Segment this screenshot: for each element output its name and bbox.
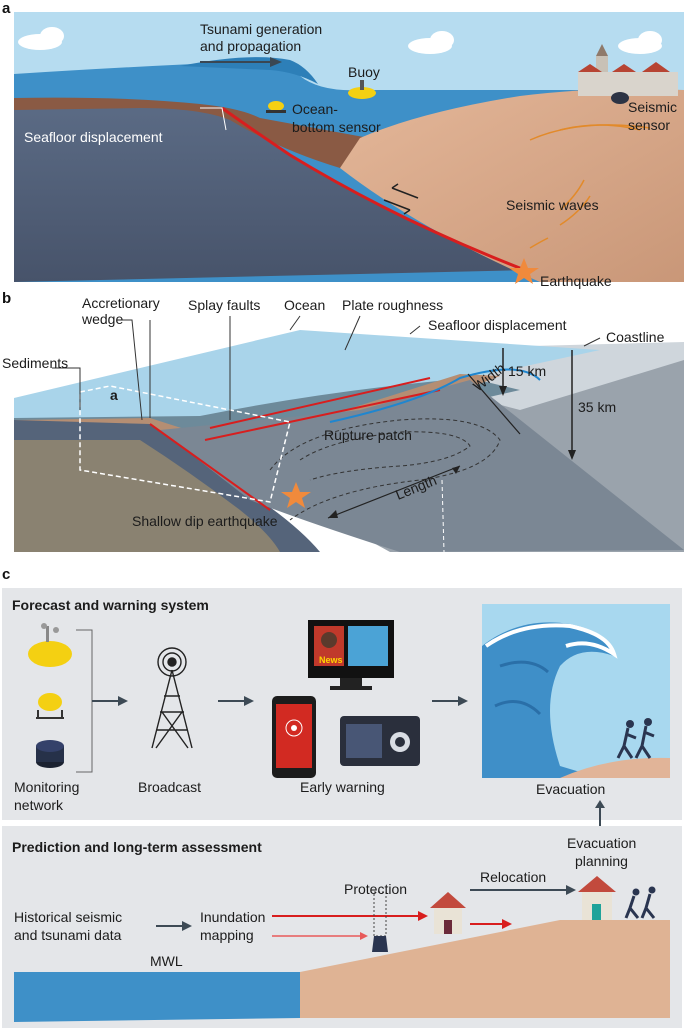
label-inundation-2: mapping bbox=[200, 927, 254, 943]
phone-icon bbox=[272, 696, 316, 778]
label-depth-15: 15 km bbox=[508, 363, 546, 379]
forecast-title: Forecast and warning system bbox=[12, 597, 209, 613]
label-inset-a: a bbox=[110, 387, 118, 403]
seismometer-icon bbox=[36, 740, 64, 768]
label-seismic-sensor-1: Seismic bbox=[628, 99, 677, 115]
label-historical-2: and tsunami data bbox=[14, 927, 122, 943]
label-monitoring-2: network bbox=[14, 797, 64, 813]
label-sediments: Sediments bbox=[2, 355, 68, 371]
panel-c-letter: c bbox=[2, 566, 10, 583]
label-shallow-dip: Shallow dip earthquake bbox=[132, 513, 278, 529]
label-splay-faults: Splay faults bbox=[188, 297, 260, 313]
label-broadcast: Broadcast bbox=[138, 779, 201, 795]
label-earthquake: Earthquake bbox=[540, 273, 612, 289]
label-inundation-1: Inundation bbox=[200, 909, 265, 925]
label-depth-35: 35 km bbox=[578, 399, 616, 415]
label-monitoring-1: Monitoring bbox=[14, 779, 79, 795]
label-early-warning: Early warning bbox=[300, 779, 385, 795]
label-ocean-sensor-2: bottom sensor bbox=[292, 119, 381, 135]
label-seismic-waves: Seismic waves bbox=[506, 197, 599, 213]
radio-icon bbox=[340, 716, 420, 766]
panel-c-diagram: Forecast and warning system Monitoring n… bbox=[0, 586, 685, 1031]
label-protection: Protection bbox=[344, 881, 407, 897]
label-ocean-sensor-1: Ocean- bbox=[292, 101, 338, 117]
label-rupture-patch: Rupture patch bbox=[324, 427, 412, 443]
label-buoy: Buoy bbox=[348, 64, 380, 80]
label-news: News bbox=[319, 655, 343, 665]
label-accretionary-2: wedge bbox=[81, 311, 123, 327]
label-evac-planning-2: planning bbox=[575, 853, 628, 869]
label-tsunami-generation: Tsunami generation bbox=[200, 21, 322, 37]
label-relocation: Relocation bbox=[480, 869, 546, 885]
label-coastline: Coastline bbox=[606, 329, 665, 345]
panel-b-diagram: Accretionary wedge Splay faults Ocean Pl… bbox=[0, 290, 685, 555]
mean-water-level bbox=[14, 972, 300, 1022]
label-mwl: MWL bbox=[150, 953, 183, 969]
label-seafloor-displacement-b: Seafloor displacement bbox=[428, 317, 567, 333]
label-evac-planning-1: Evacuation bbox=[567, 835, 636, 851]
prediction-title: Prediction and long-term assessment bbox=[12, 839, 262, 855]
label-plate-roughness: Plate roughness bbox=[342, 297, 443, 313]
label-propagation: and propagation bbox=[200, 38, 301, 54]
label-ocean: Ocean bbox=[284, 297, 325, 313]
label-seismic-sensor-2: sensor bbox=[628, 117, 670, 133]
label-historical-1: Historical seismic bbox=[14, 909, 122, 925]
label-evacuation: Evacuation bbox=[536, 781, 605, 797]
label-accretionary-1: Accretionary bbox=[82, 295, 160, 311]
tsunami-wave-scene bbox=[482, 604, 670, 778]
label-seafloor-displacement: Seafloor displacement bbox=[24, 129, 163, 145]
panel-a-diagram: Tsunami generation and propagation Buoy … bbox=[0, 0, 685, 290]
